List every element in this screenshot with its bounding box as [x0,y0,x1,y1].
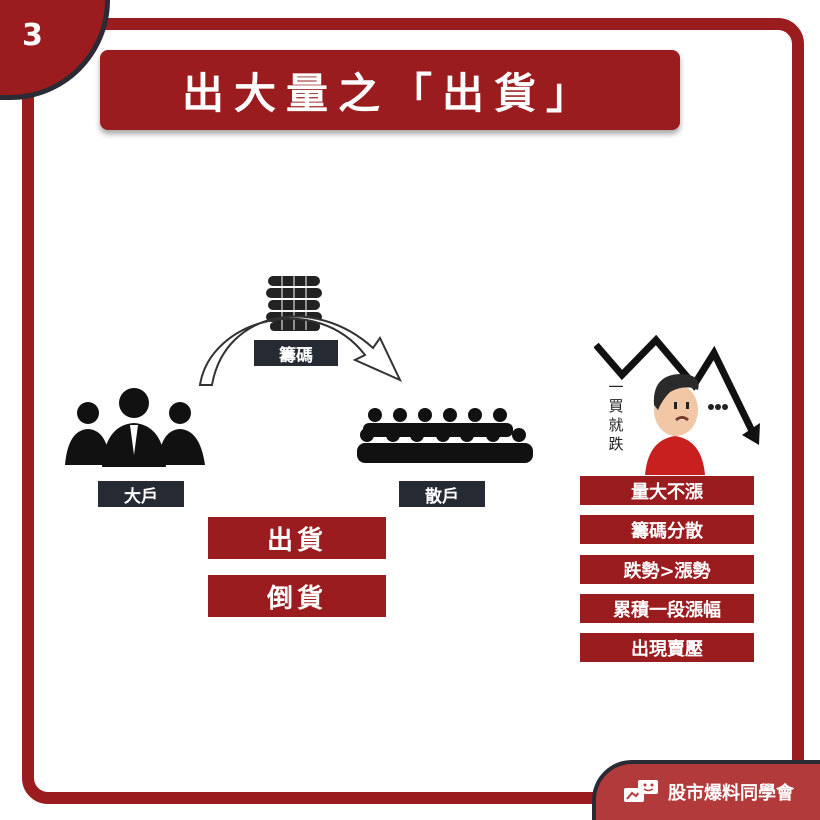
cartoon-caption: 一買就跌 [608,378,624,453]
brand-name: 股市爆料同學會 [668,783,794,804]
brand-footer: 股市爆料同學會 [592,760,820,820]
step-number: 3 [22,18,43,53]
big-holder-label: 大戶 [98,481,184,507]
action-dump: 倒貨 [208,575,386,617]
point-1: 量大不漲 [580,476,754,505]
worried-man-icon [645,374,705,475]
transfer-arrow-icon [198,315,403,386]
point-2: 籌碼分散 [580,515,754,544]
chat-chart-logo-icon [624,780,658,802]
big-holder-group-icon [65,388,205,467]
chips-label: 籌碼 [254,340,338,366]
point-3: 跌勢>漲勢 [580,555,754,584]
falling-trend-arrow-icon [594,335,760,445]
point-4: 累積一段漲幅 [580,594,754,623]
point-5: 出現賣壓 [580,633,754,662]
retail-crowd-icon [357,408,533,463]
page-title: 出大量之「出貨」 [100,50,680,130]
retail-label: 散戶 [399,481,485,507]
action-ship: 出貨 [208,517,386,559]
